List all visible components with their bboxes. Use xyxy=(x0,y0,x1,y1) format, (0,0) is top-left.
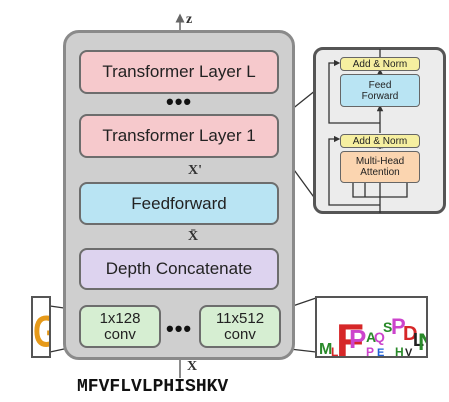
svg-text:L: L xyxy=(331,345,338,358)
feed-forward-line2: Forward xyxy=(361,90,399,102)
x-prime-label: X' xyxy=(188,163,202,178)
conv-11x512-label: conv xyxy=(224,325,256,343)
attention-line1: Multi-Head xyxy=(355,156,405,167)
x-bar-label: X̄ xyxy=(188,229,199,244)
conv-1x128-label: conv xyxy=(104,325,136,343)
svg-text:M: M xyxy=(319,341,332,358)
svg-text:L: L xyxy=(413,330,424,350)
input-sequence: MFVFLVLPHISHKV xyxy=(77,377,229,397)
svg-text:N: N xyxy=(418,329,428,356)
depth-concatenate-block: Depth Concatenate xyxy=(79,248,279,290)
svg-text:D: D xyxy=(403,323,417,345)
svg-text:P: P xyxy=(349,324,366,354)
input-label: X xyxy=(187,359,198,374)
add-norm-top: Add & Norm xyxy=(340,57,420,71)
layers-ellipsis: ••• xyxy=(166,89,193,114)
svg-text:F: F xyxy=(336,314,364,358)
sequence-logo-right: M L F P A Q S P D L N P E H V xyxy=(315,296,428,358)
conv-ellipsis: ••• xyxy=(166,316,193,341)
svg-text:A: A xyxy=(366,329,376,345)
multi-head-attention: Multi-Head Attention xyxy=(340,151,420,183)
feed-forward-line1: Feed xyxy=(368,79,392,91)
inset-feed-forward: Feed Forward xyxy=(340,74,420,107)
transformer-layer-1: Transformer Layer 1 xyxy=(79,114,279,158)
transformer-layer-l: Transformer Layer L xyxy=(79,50,279,94)
svg-text:P: P xyxy=(391,314,406,339)
svg-text:E: E xyxy=(377,347,384,358)
feedforward-block: Feedforward xyxy=(79,182,279,225)
sequence-logo-left: G xyxy=(31,296,51,358)
conv-1x128: 1x128 conv xyxy=(79,305,161,348)
conv-11x512-size: 11x512 xyxy=(215,309,265,327)
attention-line2: Attention xyxy=(360,167,400,178)
conv-1x128-size: 1x128 xyxy=(99,309,141,327)
inset-arrows xyxy=(328,49,408,213)
logo-left-letter: G xyxy=(33,306,49,356)
svg-text:V: V xyxy=(405,347,413,358)
svg-text:S: S xyxy=(383,319,392,335)
svg-text:Q: Q xyxy=(374,329,385,345)
conv-11x512: 11x512 conv xyxy=(199,305,281,348)
svg-text:H: H xyxy=(395,345,404,358)
svg-text:P: P xyxy=(366,345,374,358)
output-label: z xyxy=(186,12,193,27)
add-norm-bottom: Add & Norm xyxy=(340,134,420,148)
sequence-logo-right-glyphs: M L F P A Q S P D L N P E H V xyxy=(319,314,428,358)
